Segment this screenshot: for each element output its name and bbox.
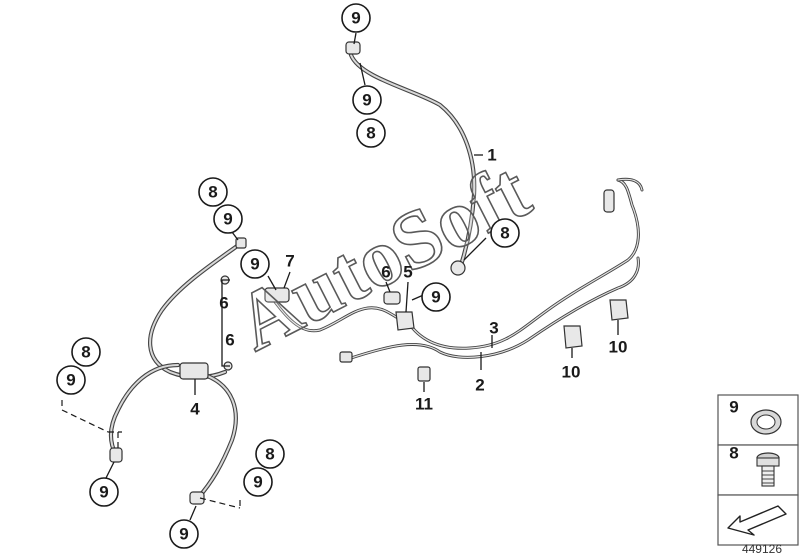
callout-9-bottom[interactable]: 9 <box>169 519 199 549</box>
brake-line-4-left <box>108 362 181 458</box>
svg-text:9: 9 <box>351 9 360 28</box>
svg-text:9: 9 <box>223 210 232 229</box>
label-10-left[interactable]: 10 <box>562 363 581 382</box>
legend-label-9: 9 <box>729 398 738 417</box>
label-1[interactable]: 1 <box>487 146 496 165</box>
svg-text:9: 9 <box>99 483 108 502</box>
document-number: 449126 <box>742 542 782 556</box>
distributor-4 <box>109 237 247 505</box>
svg-text:8: 8 <box>366 124 375 143</box>
clip-10-left <box>563 325 583 349</box>
svg-text:9: 9 <box>362 91 371 110</box>
clip-11 <box>417 366 431 382</box>
hollow-bolt-icon <box>756 452 780 487</box>
label-3[interactable]: 3 <box>489 319 498 338</box>
svg-text:8: 8 <box>81 343 90 362</box>
legend-panel: 9 8 <box>717 394 799 546</box>
fitting-5-6 <box>383 291 415 331</box>
brake-line-7 <box>264 287 407 333</box>
label-6-upper[interactable]: 6 <box>219 294 228 313</box>
svg-text:9: 9 <box>253 473 262 492</box>
callout-8-left-top[interactable]: 8 <box>198 177 228 207</box>
callout-9-top[interactable]: 9 <box>341 3 371 33</box>
label-4[interactable]: 4 <box>190 400 200 419</box>
brake-line-3 <box>406 177 644 350</box>
clip-10-right <box>609 299 629 321</box>
label-7[interactable]: 7 <box>285 252 294 271</box>
svg-text:9: 9 <box>179 525 188 544</box>
label-10-right[interactable]: 10 <box>609 338 628 357</box>
svg-text:8: 8 <box>500 224 509 243</box>
callout-9-left[interactable]: 9 <box>56 365 86 395</box>
svg-text:8: 8 <box>265 445 274 464</box>
brake-line-2 <box>343 256 640 362</box>
label-5[interactable]: 5 <box>403 263 412 282</box>
svg-text:9: 9 <box>431 288 440 307</box>
callout-9-mid[interactable]: 9 <box>240 249 270 279</box>
label-6-center[interactable]: 6 <box>381 263 390 282</box>
line-ends <box>339 189 615 363</box>
brake-line-1 <box>348 52 477 271</box>
sealing-ring-icon <box>750 409 782 435</box>
fitting-top <box>345 41 466 276</box>
callout-9-center[interactable]: 9 <box>421 282 451 312</box>
leader-lines <box>61 32 619 521</box>
legend-label-8: 8 <box>729 444 738 463</box>
callout-8-center[interactable]: 8 <box>490 218 520 248</box>
callout-8-bottom[interactable]: 8 <box>255 439 285 469</box>
callout-9-bottom-left[interactable]: 9 <box>89 477 119 507</box>
callout-9-upper[interactable]: 9 <box>352 85 382 115</box>
label-6-lower[interactable]: 6 <box>225 331 234 350</box>
callout-9-left-top[interactable]: 9 <box>213 204 243 234</box>
brake-line-4-right <box>195 372 238 501</box>
label-11[interactable]: 11 <box>415 395 433 414</box>
svg-text:8: 8 <box>208 183 217 202</box>
callout-8-upper[interactable]: 8 <box>356 118 386 148</box>
svg-text:9: 9 <box>66 371 75 390</box>
arrow-icon <box>727 505 787 536</box>
callout-8-left[interactable]: 8 <box>71 337 101 367</box>
label-2[interactable]: 2 <box>475 376 484 395</box>
callout-9-bottom-right[interactable]: 9 <box>243 467 273 497</box>
svg-text:9: 9 <box>250 255 259 274</box>
